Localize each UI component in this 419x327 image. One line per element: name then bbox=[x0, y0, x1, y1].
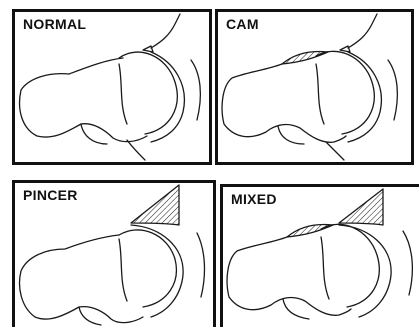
ischium bbox=[127, 140, 145, 160]
lesser-trochanter bbox=[283, 299, 309, 319]
femoral-neck-line bbox=[321, 237, 329, 299]
acetabulum-rim bbox=[151, 14, 180, 48]
pelvis-outline bbox=[197, 233, 204, 297]
acetabulum-socket bbox=[348, 52, 381, 142]
hip-joint-cam-illustration bbox=[218, 12, 411, 162]
lesser-trochanter bbox=[81, 124, 107, 144]
panel-pincer: PINCER bbox=[12, 180, 216, 327]
acetabulum-rim bbox=[348, 14, 377, 48]
pelvis-outline bbox=[191, 60, 200, 120]
pelvis-outline bbox=[388, 60, 397, 120]
panel-normal: NORMAL bbox=[12, 9, 212, 165]
femoral-head bbox=[321, 224, 379, 307]
femur-outline bbox=[222, 64, 346, 142]
panel-label-cam: CAM bbox=[226, 16, 259, 32]
hip-joint-mixed-illustration bbox=[223, 187, 419, 327]
femur-outline bbox=[20, 58, 147, 142]
acetabulum-socket bbox=[151, 52, 184, 142]
ischium bbox=[326, 142, 344, 160]
pincer-overcoverage-hatched bbox=[339, 189, 383, 225]
labrum bbox=[340, 46, 350, 52]
panel-label-pincer: PINCER bbox=[23, 187, 78, 203]
panel-label-normal: NORMAL bbox=[23, 16, 86, 32]
pelvis-outline bbox=[403, 231, 412, 295]
panel-cam: CAM bbox=[215, 9, 414, 165]
femur-outline bbox=[20, 235, 143, 323]
pincer-overcoverage-hatched bbox=[131, 185, 179, 225]
femoral-head bbox=[119, 230, 176, 307]
hip-joint-normal-illustration bbox=[15, 12, 209, 162]
panel-label-mixed: MIXED bbox=[231, 191, 277, 207]
femoral-neck-line bbox=[119, 64, 127, 124]
femoral-head bbox=[119, 52, 177, 134]
femoral-neck-line bbox=[316, 64, 324, 124]
acetabulum-socket bbox=[131, 225, 183, 317]
hip-joint-pincer-illustration bbox=[15, 183, 213, 327]
femoral-neck-line bbox=[119, 239, 127, 301]
labrum bbox=[143, 46, 153, 52]
panel-mixed: MIXED bbox=[220, 184, 419, 327]
femur-outline bbox=[227, 237, 351, 315]
acetabulum-socket bbox=[339, 225, 391, 317]
